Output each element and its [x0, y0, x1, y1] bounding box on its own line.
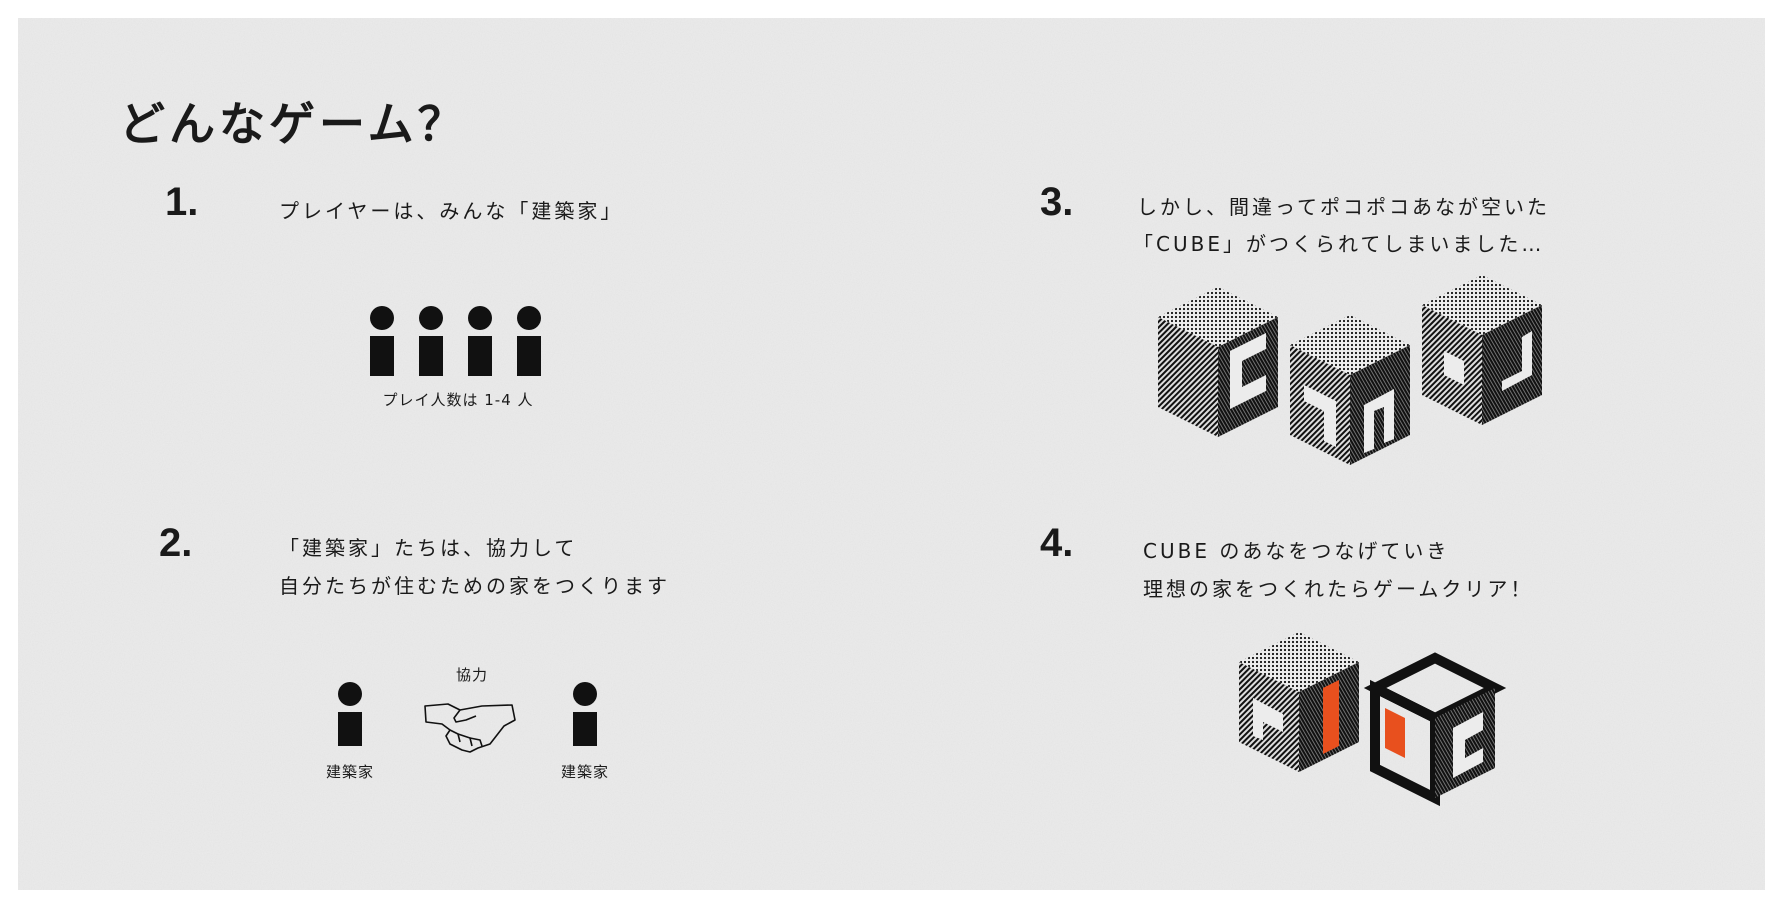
step-4-text-line-2: 理想の家をつくれたらゲームクリア！	[1143, 577, 1534, 601]
paper-background	[18, 18, 1765, 890]
door-opening	[1385, 708, 1405, 758]
step-1-text: プレイヤーは、みんな「建築家」	[279, 199, 624, 223]
architect-icon-left	[338, 682, 362, 746]
step-2-text-line-2: 自分たちが住むための家をつくります	[279, 574, 670, 598]
person-icon	[419, 306, 443, 376]
step-2-text-line-1: 「建築家」たちは、協力して	[279, 536, 578, 560]
player-count-caption: プレイ人数は 1-4 人	[382, 391, 534, 409]
architect-label-right: 建築家	[560, 763, 610, 781]
cooperate-label: 協力	[455, 666, 489, 684]
house-cube-2	[1363, 652, 1507, 807]
step-3-text-line-1: しかし、間違ってポコポコあなが空いた	[1137, 195, 1550, 219]
step-number-1: 1.	[165, 180, 199, 224]
cube-2	[1290, 315, 1410, 465]
step-3-text-line-2: 「CUBE」がつくられてしまいました…	[1133, 232, 1545, 256]
holed-cubes-illustration	[1158, 275, 1542, 465]
person-icon	[468, 306, 492, 376]
handshake-icon	[424, 703, 516, 753]
step-number-2: 2.	[159, 521, 193, 565]
step-number-4: 4.	[1040, 521, 1074, 565]
architect-icon-right	[573, 682, 597, 746]
cube-1	[1158, 287, 1278, 437]
connected-cubes-illustration	[1239, 632, 1507, 807]
architect-label-left: 建築家	[325, 763, 375, 781]
page-title: どんなゲーム？	[119, 97, 468, 151]
cube-3	[1422, 275, 1542, 425]
person-icon	[517, 306, 541, 376]
person-icon	[370, 306, 394, 376]
step-4-text-line-1: CUBE のあなをつなげていき	[1143, 539, 1450, 563]
step-number-3: 3.	[1040, 180, 1074, 224]
door-opening	[1323, 680, 1339, 754]
house-cube-1	[1239, 632, 1359, 772]
